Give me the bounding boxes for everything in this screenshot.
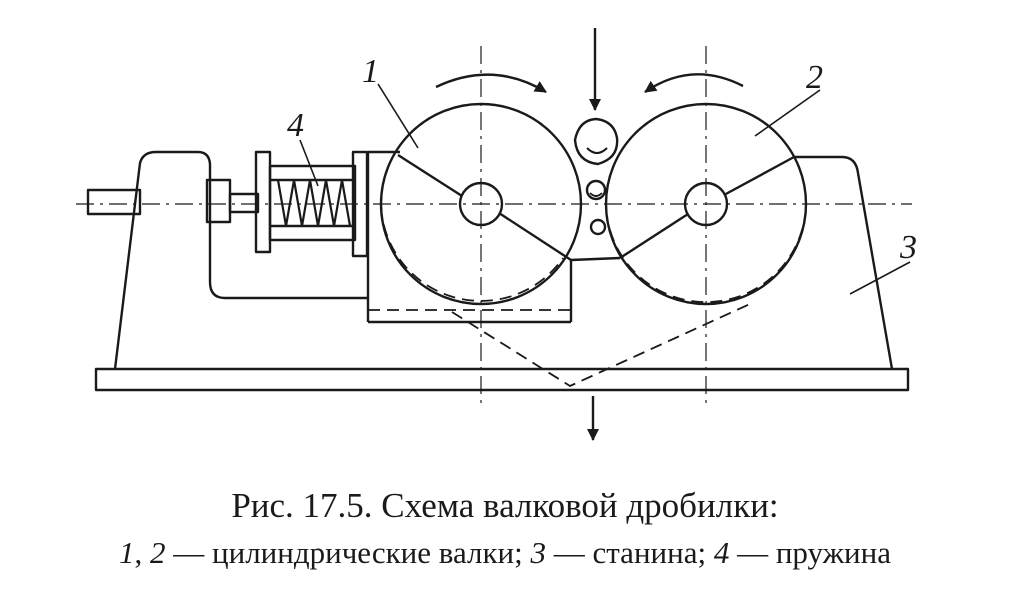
figure-caption-title: Рис. 17.5. Схема валковой дробилки: bbox=[231, 486, 779, 525]
leader-3 bbox=[849, 261, 911, 295]
legend-sep-3: — bbox=[546, 535, 593, 570]
left-bracket bbox=[113, 150, 368, 370]
legend-num-1: 1 bbox=[119, 535, 135, 570]
legend-sep-2: — bbox=[165, 535, 213, 570]
legend-text-spring: пружина bbox=[775, 535, 891, 570]
rotation-arrow-1-icon bbox=[435, 73, 547, 94]
frame-3 bbox=[794, 155, 894, 370]
feed-material bbox=[573, 117, 619, 236]
lower-frame-dashed bbox=[451, 303, 751, 387]
leader-2 bbox=[754, 89, 821, 137]
callout-2: 2 bbox=[806, 59, 823, 96]
legend-num-3: 3 bbox=[530, 535, 547, 570]
rotation-arrow-2-icon bbox=[644, 73, 744, 93]
bearing-block bbox=[366, 150, 573, 324]
spring-4 bbox=[276, 178, 352, 228]
legend-sep-1: , bbox=[134, 535, 151, 570]
leader-4 bbox=[299, 139, 319, 187]
leader-1 bbox=[377, 83, 419, 149]
legend-sep-4: — bbox=[729, 535, 776, 570]
legend-num-4: 4 bbox=[713, 535, 730, 570]
legend-text-rolls: цилиндрические валки; bbox=[212, 535, 531, 570]
callout-3: 3 bbox=[899, 229, 917, 266]
callout-4: 4 bbox=[287, 107, 304, 144]
callout-1: 1 bbox=[362, 53, 379, 90]
base-plate bbox=[94, 367, 910, 392]
figure-caption-legend: 1, 2 — цилиндрические валки; 3 — станина… bbox=[0, 535, 1010, 571]
legend-num-2: 2 bbox=[150, 535, 166, 570]
legend-text-frame: станина; bbox=[592, 535, 714, 570]
